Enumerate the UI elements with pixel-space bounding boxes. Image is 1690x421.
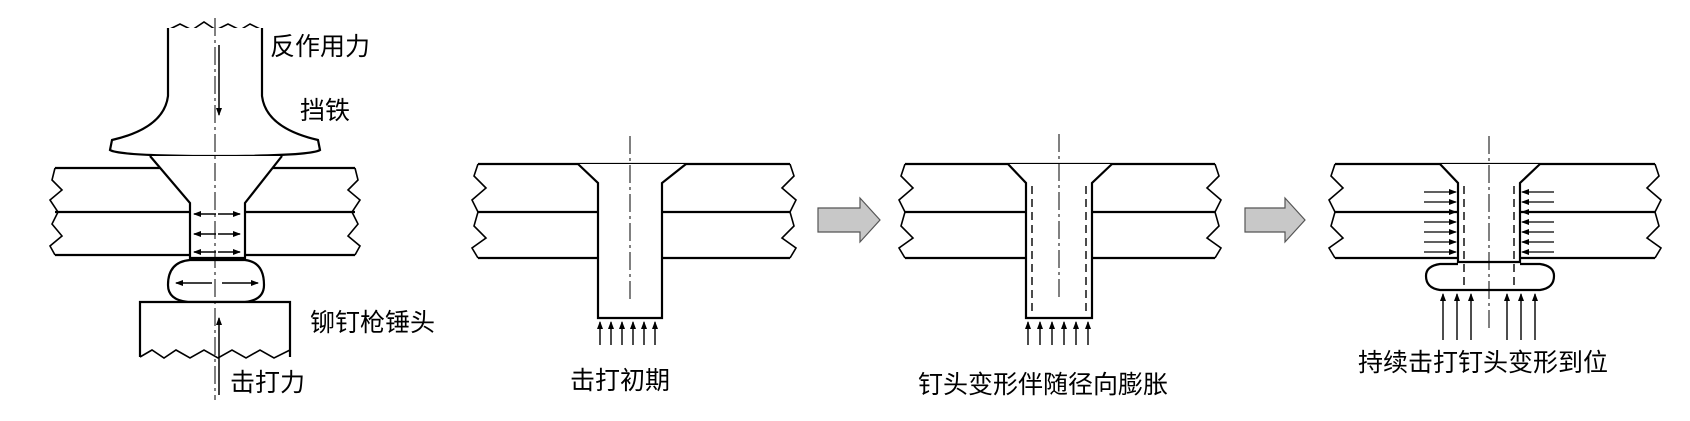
stage2-panel (897, 134, 1223, 345)
striking-force-label: 击打力 (230, 368, 306, 397)
rivet-gun-hammer-label: 铆钉枪锤头 (310, 308, 436, 337)
setup-panel (48, 18, 362, 400)
reaction-force-label: 反作用力 (270, 32, 371, 61)
stage3-caption: 持续击打钉头变形到位 (1358, 348, 1609, 377)
stage1-caption: 击打初期 (570, 366, 671, 395)
right-arrow-icon (1244, 196, 1306, 244)
bucking-bar-label: 挡铁 (300, 96, 351, 125)
stage1-panel (470, 136, 798, 345)
rivet (149, 155, 283, 304)
force-arrows (175, 45, 259, 395)
stage3-panel (1327, 136, 1663, 340)
right-arrow-icon (817, 196, 881, 244)
stage2-caption: 钉头变形伴随径向膨胀 (918, 370, 1169, 399)
